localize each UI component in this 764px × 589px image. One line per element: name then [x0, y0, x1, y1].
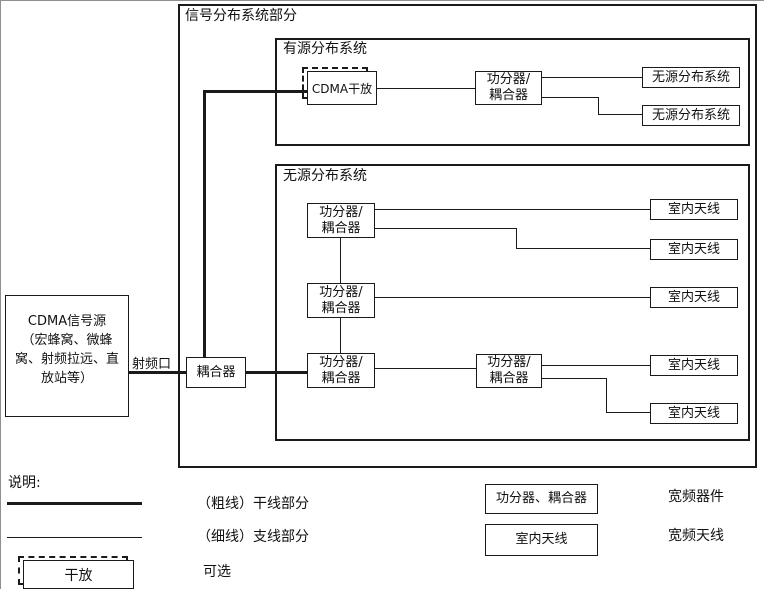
- antenna-box-1: 室内天线: [650, 199, 738, 220]
- splitter-box-4: 功分器/ 耦合器: [476, 354, 542, 388]
- trunk-line-source-to-coupler: [129, 371, 187, 374]
- cdma-source-box: CDMA信号源 （宏蜂窝、微蜂 窝、射频拉远、直 放站等）: [5, 295, 129, 417]
- signal-distribution-outer-box: [178, 4, 757, 468]
- branch-line-s4-step-v: [606, 378, 607, 413]
- legend-title: 说明:: [8, 475, 41, 491]
- branch-line-s1-to-antenna1: [375, 209, 650, 210]
- legend-thick-line-sample: [7, 502, 142, 505]
- branch-line-splitter-to-pd1: [542, 77, 642, 78]
- splitter-box-active: 功分器/ 耦合器: [475, 71, 542, 105]
- passive-section-title: 无源分布系统: [283, 168, 367, 184]
- trunk-line-vertical: [203, 90, 206, 358]
- branch-line-s4-to-antenna4: [542, 365, 650, 366]
- antenna-box-2: 室内天线: [650, 239, 738, 260]
- outer-box-title: 信号分布系统部分: [185, 8, 297, 24]
- branch-line-s4-step-h2: [606, 412, 650, 413]
- legend-splitter-box: 功分器、耦合器: [485, 484, 598, 514]
- legend-thin-line-sample: [7, 537, 142, 538]
- antenna-box-4: 室内天线: [650, 355, 738, 376]
- active-section-title: 有源分布系统: [283, 41, 367, 57]
- branch-line-s1-step-h2: [516, 248, 650, 249]
- screenshot-top-edge: [0, 0, 764, 1]
- branch-line-s1-to-s2: [340, 238, 341, 283]
- legend-antenna-desc: 宽频天线: [668, 528, 724, 544]
- splitter-box-2: 功分器/ 耦合器: [307, 283, 375, 318]
- screenshot-left-edge: [0, 0, 1, 589]
- branch-line-s2-to-s3: [340, 318, 341, 353]
- legend-amp-label-box: 干放: [23, 560, 134, 589]
- cdma-amp-label: CDMA干放: [311, 81, 373, 96]
- splitter-box-3: 功分器/ 耦合器: [307, 353, 375, 388]
- cdma-amp-box: CDMA干放: [302, 67, 377, 105]
- trunk-line-to-cdma-amp: [203, 90, 308, 93]
- legend-amp-label: 干放: [64, 567, 93, 584]
- rf-port-label: 射频口: [132, 357, 172, 372]
- passive-section-box: [275, 164, 750, 441]
- branch-line-s4-step-h1: [542, 378, 607, 379]
- branch-line-splitter-step-h2: [598, 114, 642, 115]
- legend-amp-box: 干放: [18, 556, 134, 589]
- branch-line-s1-step-v: [516, 228, 517, 249]
- cdma-amp-label-box: CDMA干放: [307, 71, 377, 105]
- branch-line-s2-to-antenna3: [375, 297, 650, 298]
- legend-amp-desc: 可选: [203, 564, 231, 580]
- splitter-box-1: 功分器/ 耦合器: [307, 203, 375, 238]
- legend-thin-line-label: （细线）支线部分: [197, 529, 309, 545]
- legend-thick-line-label: （粗线）干线部分: [197, 496, 309, 512]
- antenna-box-5: 室内天线: [650, 403, 738, 424]
- legend-splitter-desc: 宽频器件: [668, 489, 724, 505]
- antenna-box-3: 室内天线: [650, 287, 738, 308]
- branch-line-splitter-step-v: [598, 97, 599, 115]
- coupler-box: 耦合器: [186, 357, 246, 388]
- branch-line-s3-to-s4: [375, 368, 476, 369]
- trunk-line-coupler-to-splitter3: [246, 371, 308, 374]
- branch-line-amp-to-splitter: [377, 88, 475, 89]
- branch-line-splitter-step-h1: [542, 97, 599, 98]
- passive-dist-box-2: 无源分布系统: [642, 105, 740, 126]
- legend-antenna-box: 室内天线: [485, 524, 598, 556]
- branch-line-s1-step-h1: [375, 228, 517, 229]
- passive-dist-box-1: 无源分布系统: [642, 67, 740, 88]
